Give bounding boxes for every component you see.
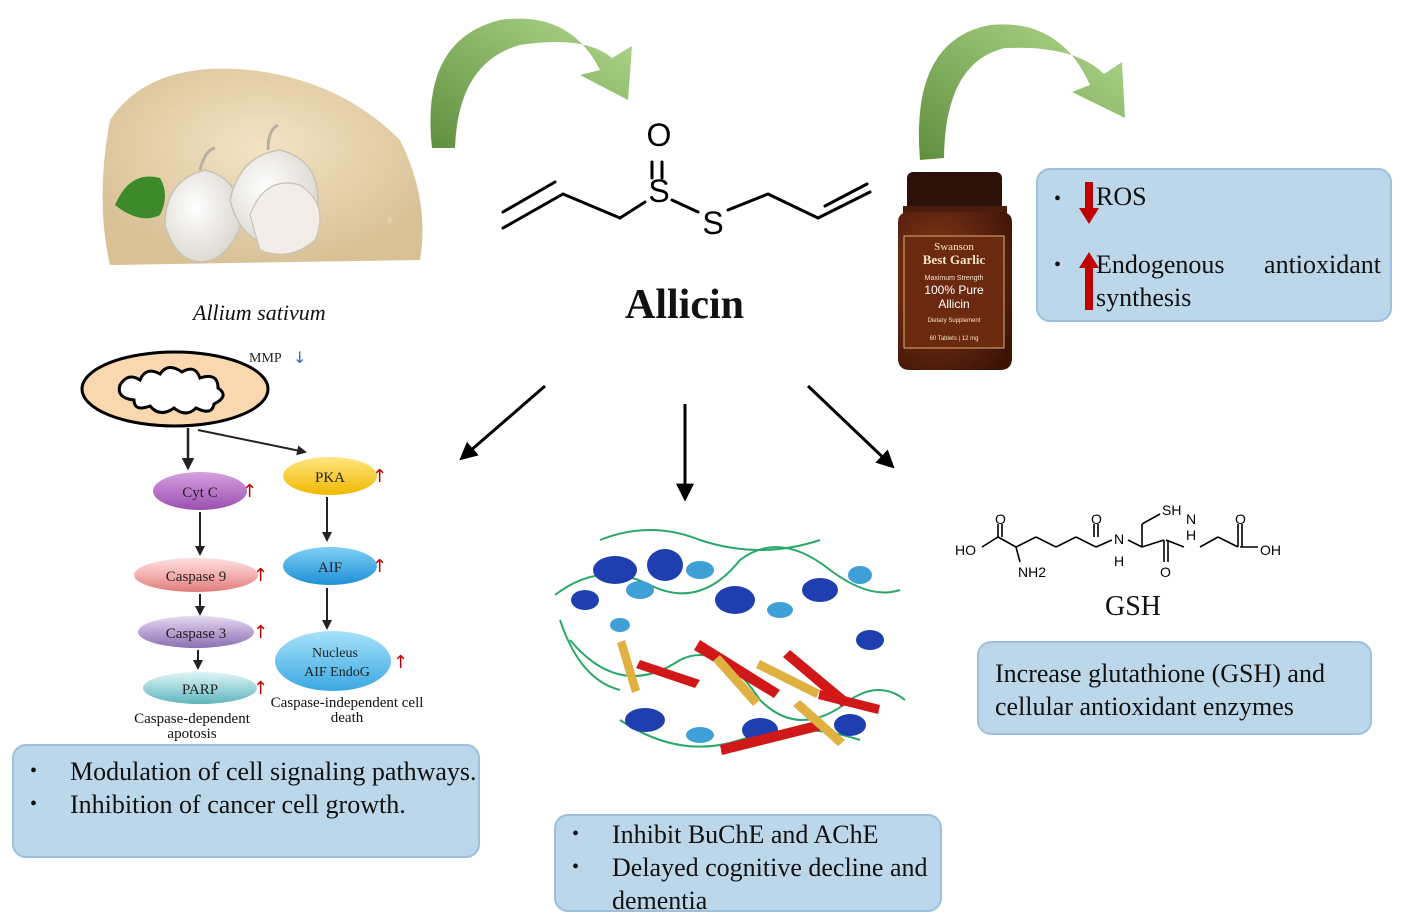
gsh-label: GSH	[1105, 591, 1162, 622]
antioxidant-box: • ROS • Endogenous antioxidant synthesis	[1036, 168, 1392, 322]
arrow-to-gsh	[806, 384, 895, 469]
cancer-box: •Modulation of cell signaling pathways. …	[12, 744, 480, 858]
caspase-dependent-label: Caspase-dependent apotosis	[134, 711, 250, 742]
bottle-brand: Swanson	[934, 241, 974, 253]
arrow-to-apoptosis	[459, 384, 546, 461]
cyt-c-up-arrow: ↑	[242, 481, 257, 502]
plant-label: Allium sativum	[193, 300, 326, 325]
cholinesterase-protein-structure	[554, 529, 906, 755]
pka-up-arrow: ↑	[372, 466, 387, 487]
caspase3-node: Caspase 3	[166, 626, 226, 642]
pka-node: PKA	[315, 470, 345, 486]
nucleus-up-arrow: ↑	[393, 652, 408, 673]
bottle-line5: Dietary Supplement	[928, 318, 981, 324]
gsh-box: Increase glutathione (GSH) and cellular …	[977, 641, 1372, 735]
gsh-sh: SH	[1162, 502, 1181, 518]
mmp-down-arrow: ↓	[293, 348, 306, 367]
bottle-line3: 100% Pure	[924, 283, 984, 297]
down-arrow-icon	[1079, 182, 1099, 224]
ros-text: ROS	[1096, 182, 1147, 211]
aif-endog-node: AIF EndoG	[304, 665, 370, 680]
gsh-o1: O	[995, 511, 1006, 527]
allicin-sulfur-bottom: S	[702, 205, 723, 241]
allicin-oxygen: O	[647, 117, 672, 153]
molecule-name: Allicin	[625, 282, 745, 328]
caspase9-up-arrow: ↑	[253, 565, 268, 586]
synthesis-bullet: •	[1054, 254, 1062, 276]
parp-up-arrow: ↑	[253, 678, 268, 699]
mmp-label: MMP	[249, 351, 282, 366]
cancer-item-1: •Modulation of cell signaling pathways.	[30, 757, 477, 786]
bottle-line1: Best Garlic	[923, 252, 986, 267]
bottle-line6: 60 Tablets | 12 mg	[930, 336, 979, 342]
allicin-sulfur-top: S	[648, 173, 669, 209]
gsh-o3: O	[1160, 564, 1171, 580]
gsh-h1: H	[1114, 553, 1124, 569]
caspase-independent-label: Caspase-independent cell death	[270, 695, 424, 726]
up-arrow-icon	[1079, 252, 1099, 310]
aif-up-arrow: ↑	[372, 556, 387, 577]
gsh-n1: N	[1114, 531, 1124, 547]
gsh-nh2: NH2	[1018, 564, 1046, 580]
aif-node: AIF	[318, 560, 342, 576]
cancer-item-2: •Inhibition of cancer cell growth.	[30, 790, 406, 819]
cholinesterase-item-2: •Delayed cognitive decline and dementia	[572, 853, 928, 915]
cholinesterase-item-1: •Inhibit BuChE and AChE	[572, 820, 879, 849]
gsh-o4: O	[1235, 511, 1246, 527]
cholinesterase-box: •Inhibit BuChE and AChE •Delayed cogniti…	[554, 814, 942, 915]
mitochondrion-icon	[80, 350, 270, 428]
parp-node: PARP	[182, 682, 218, 698]
allicin-structure	[501, 160, 872, 230]
green-curved-arrow-left	[430, 18, 632, 149]
caspase9-node: Caspase 9	[166, 569, 226, 585]
gsh-oh: OH	[1260, 542, 1281, 558]
nucleus-node: Nucleus	[312, 646, 358, 661]
parsley-leaf-icon	[115, 176, 165, 219]
bottle-line2: Maximum Strength	[925, 275, 984, 282]
synthesis-text: Endogenous antioxidant synthesis	[1096, 250, 1381, 312]
bottle-line4: Allicin	[938, 297, 969, 311]
gsh-ho: HO	[955, 542, 976, 558]
gsh-h2: H	[1186, 527, 1196, 543]
garlic-bulb-icon	[164, 123, 321, 263]
gsh-n2: N	[1186, 511, 1196, 527]
caspase3-up-arrow: ↑	[253, 622, 268, 643]
green-curved-arrow-right	[918, 24, 1125, 161]
garlic-powder-image	[102, 68, 423, 265]
garlic-supplement-bottle: Swanson Best Garlic Maximum Strength 100…	[898, 172, 1012, 370]
gsh-o2: O	[1091, 511, 1102, 527]
gsh-structure	[981, 513, 1258, 563]
gsh-box-text: Increase glutathione (GSH) and cellular …	[995, 659, 1325, 721]
ros-bullet: •	[1054, 188, 1062, 210]
cyt-c-node: Cyt C	[182, 485, 217, 501]
